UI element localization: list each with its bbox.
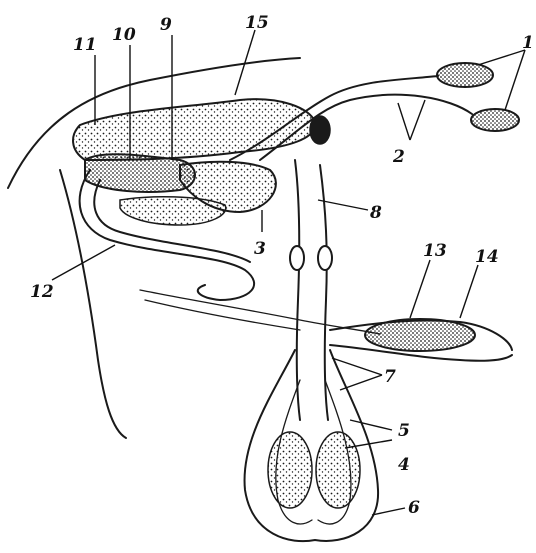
label-15: 15: [245, 13, 269, 33]
label-12: 12: [30, 282, 54, 302]
label-4: 4: [398, 455, 410, 475]
label-1: 1: [522, 33, 534, 53]
label-3: 3: [254, 239, 266, 259]
label-2: 2: [392, 147, 405, 167]
label-14: 14: [475, 247, 499, 267]
penis: [330, 319, 512, 361]
label-6: 6: [408, 498, 420, 518]
label-7: 7: [384, 367, 396, 387]
label-13: 13: [423, 241, 447, 261]
label-10: 10: [112, 25, 136, 45]
accessory-glands: [85, 154, 276, 225]
label-5: 5: [398, 421, 410, 441]
label-11: 11: [73, 35, 97, 55]
label-9: 9: [160, 15, 172, 35]
gonads-top: [437, 63, 519, 131]
label-8: 8: [369, 203, 382, 223]
